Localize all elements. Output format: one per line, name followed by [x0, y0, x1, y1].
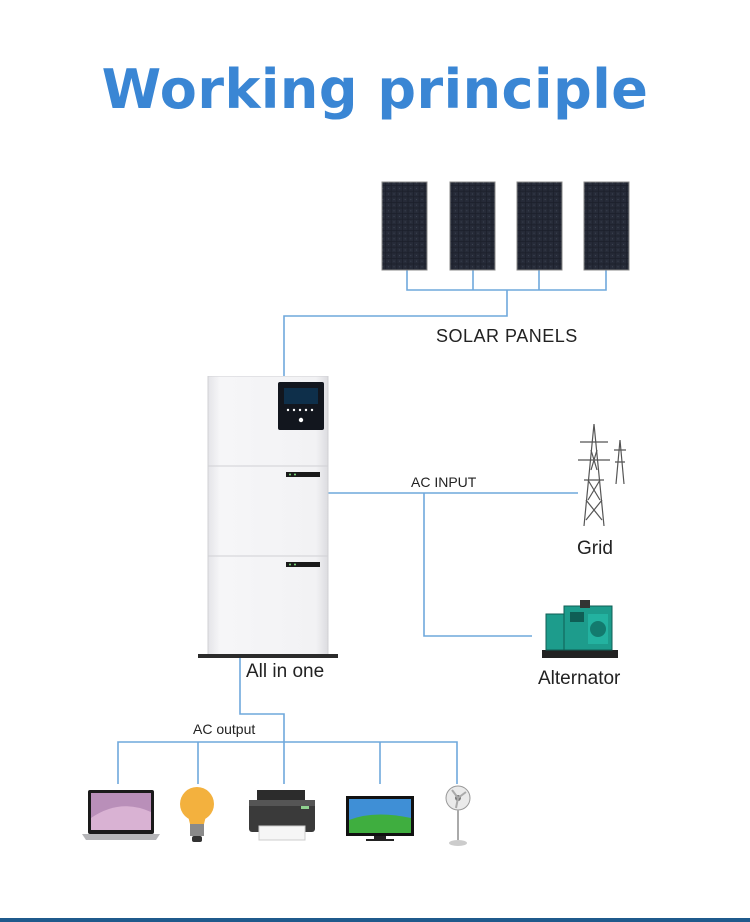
page-title: Working principle	[101, 58, 649, 121]
ac-input-label: AC INPUT	[411, 474, 477, 490]
all-in-one-label: All in one	[246, 661, 325, 682]
laptop-icon	[82, 790, 160, 840]
tv-icon	[346, 796, 414, 841]
solar-panel-icon	[516, 181, 563, 271]
light-bulb-icon	[180, 787, 214, 842]
bottom-bar	[0, 918, 750, 922]
solar-panels	[381, 181, 630, 271]
all-in-one-unit-icon	[198, 376, 338, 658]
power-tower-icon	[578, 423, 626, 527]
solar-panel-icon	[583, 181, 630, 271]
solar-panels-label: SOLAR PANELS	[436, 326, 578, 346]
fan-icon	[445, 785, 471, 846]
solar-panel-icon	[381, 181, 428, 271]
grid-label: Grid	[577, 538, 613, 559]
solar-panel-icon	[449, 181, 496, 271]
generator-icon	[542, 600, 618, 658]
printer-icon	[249, 790, 315, 841]
ac-output-label: AC output	[193, 721, 256, 737]
alternator-label: Alternator	[538, 668, 621, 689]
